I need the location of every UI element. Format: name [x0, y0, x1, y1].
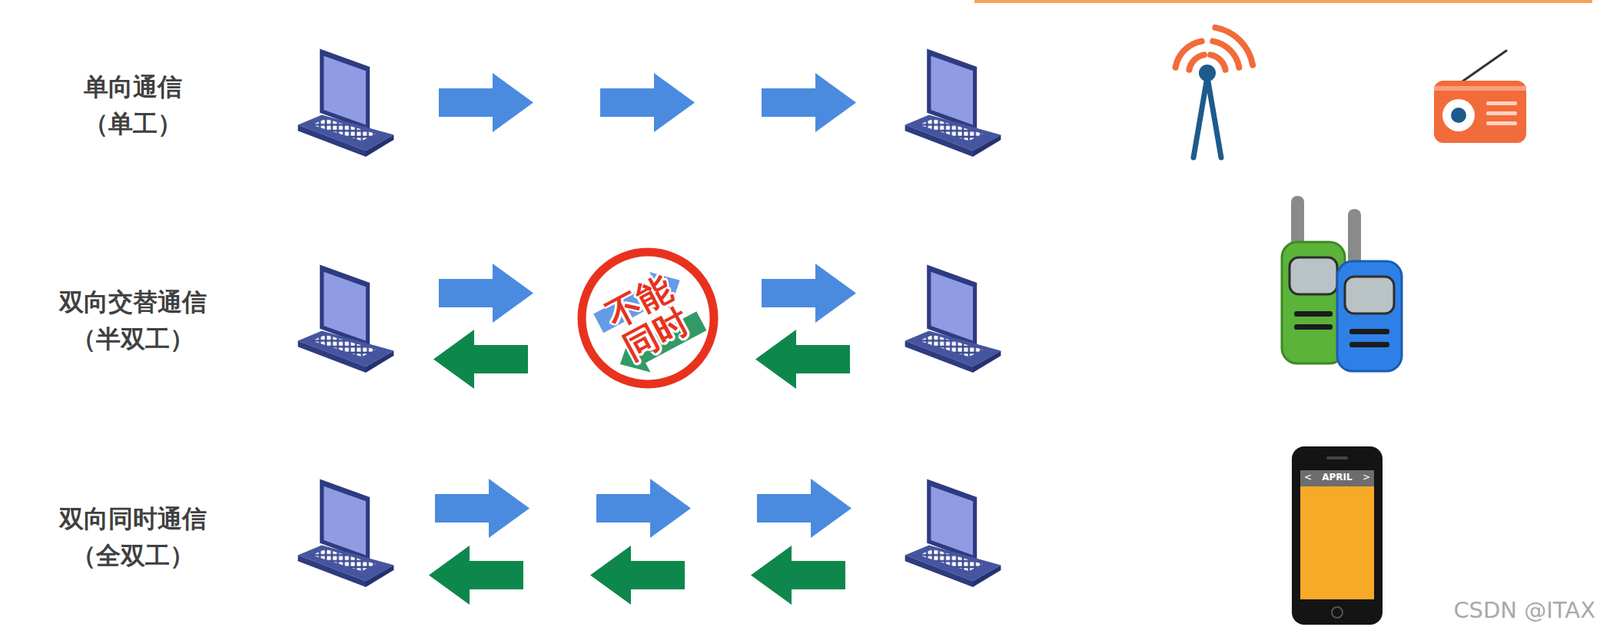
arrow-left — [590, 545, 685, 605]
radio-icon — [1434, 50, 1527, 143]
row-title: 双向交替通信 — [59, 288, 207, 316]
arrow-right — [434, 478, 530, 538]
row-title: 双向同时通信 — [59, 505, 207, 533]
arrow-right — [438, 73, 534, 133]
watermark: CSDN @ITAX — [1453, 598, 1596, 624]
laptop — [298, 49, 395, 157]
walkie-talkie-icon — [1281, 195, 1402, 372]
laptop — [905, 479, 1002, 588]
row-subtitle: （单工） — [83, 110, 183, 138]
phone-icon — [1291, 446, 1383, 625]
arrow-right — [438, 263, 534, 323]
arrow-left — [755, 329, 850, 389]
arrow-right — [600, 73, 695, 133]
laptop — [298, 479, 395, 588]
calendar-month: APRIL — [1321, 472, 1352, 483]
antenna-icon — [1175, 27, 1254, 70]
arrow-left — [428, 545, 524, 605]
row-subtitle: （全双工） — [71, 542, 195, 570]
sign-text: 不能 同时 — [598, 268, 697, 369]
arrow-right — [756, 478, 852, 538]
antenna-tower — [1193, 76, 1222, 158]
arrow-right — [596, 478, 691, 538]
circle-border — [581, 252, 714, 385]
arrow-left — [750, 545, 846, 605]
arrow-right — [761, 263, 857, 323]
calendar-next: > — [1362, 472, 1371, 483]
row-title: 单向通信 — [83, 73, 183, 101]
arrow-right — [761, 73, 857, 133]
laptop — [298, 265, 395, 373]
faded-arrows — [588, 261, 712, 384]
calendar-prev: < — [1304, 472, 1312, 483]
antenna-top — [1198, 64, 1216, 82]
top-bar — [974, 0, 1593, 4]
prohibition-sign: 不能 同时 — [575, 245, 721, 391]
arrow-left — [433, 329, 528, 389]
laptop — [905, 265, 1002, 373]
laptop — [905, 49, 1002, 157]
row-subtitle: （半双工） — [71, 325, 195, 353]
